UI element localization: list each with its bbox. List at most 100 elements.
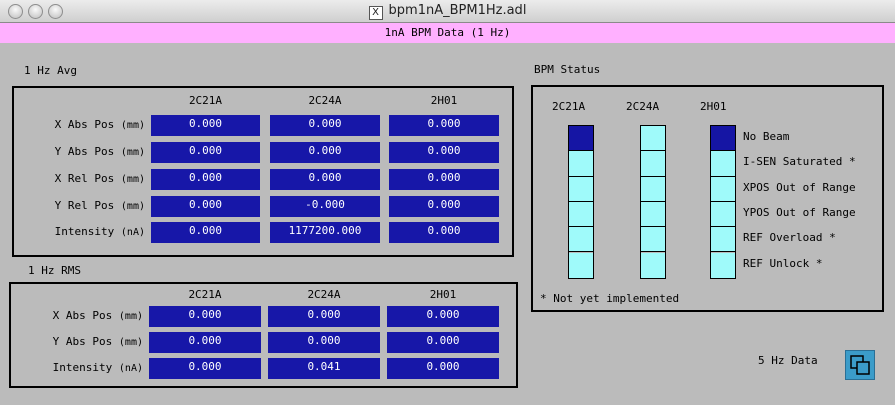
windows-icon xyxy=(850,355,870,375)
row-label-text: Y Abs Pos xyxy=(54,145,115,158)
value-field: 0.000 xyxy=(268,306,380,327)
row-label-text: Y Rel Pos xyxy=(54,199,115,212)
value-field: 0.000 xyxy=(268,332,380,353)
row-label: X Abs Pos (mm) xyxy=(20,309,143,322)
status-indicator xyxy=(641,176,665,202)
value-field: 0.000 xyxy=(270,115,380,136)
status-label: REF Overload * xyxy=(743,231,836,245)
row-label-text: Intensity xyxy=(54,225,115,238)
status-frame xyxy=(531,85,884,312)
value-field: -0.000 xyxy=(270,196,380,217)
row-label-text: Intensity xyxy=(52,361,113,374)
value-field: 0.000 xyxy=(149,332,261,353)
row-unit: (nA) xyxy=(120,227,145,238)
avg-section-title: 1 Hz Avg xyxy=(24,64,77,77)
row-label: Y Rel Pos (mm) xyxy=(20,199,145,212)
row-label: Intensity (nA) xyxy=(20,225,145,238)
value-field: 0.000 xyxy=(387,358,499,379)
status-label: REF Unlock * xyxy=(743,256,823,270)
column-header: 2C21A xyxy=(188,288,222,301)
status-indicator xyxy=(569,151,593,177)
rms-frame xyxy=(9,282,518,388)
status-indicator xyxy=(569,227,593,253)
value-field: 0.000 xyxy=(389,115,499,136)
status-indicator xyxy=(711,176,735,202)
status-label: No Beam xyxy=(743,130,790,143)
status-indicator xyxy=(641,227,665,253)
status-label: I-SEN Saturated * xyxy=(743,155,856,169)
value-field: 0.041 xyxy=(268,358,380,379)
status-indicator xyxy=(711,227,735,253)
row-unit: (mm) xyxy=(120,147,145,158)
status-section-title: BPM Status xyxy=(534,63,601,76)
status-footnote: * Not yet implemented xyxy=(540,292,680,305)
related-display-button[interactable] xyxy=(845,350,875,380)
value-field: 0.000 xyxy=(387,306,499,327)
row-unit: (mm) xyxy=(120,120,145,131)
row-unit: (mm) xyxy=(118,337,143,348)
status-indicator xyxy=(569,252,593,278)
status-indicator xyxy=(711,151,735,177)
column-header: 2C24A xyxy=(308,94,342,107)
value-field: 0.000 xyxy=(149,358,261,379)
row-label-text: X Rel Pos xyxy=(54,172,115,185)
close-window-button[interactable] xyxy=(8,4,23,19)
value-field: 0.000 xyxy=(270,169,380,190)
value-field: 1177200.000 xyxy=(270,222,380,243)
value-field: 0.000 xyxy=(151,222,260,243)
status-indicator xyxy=(641,252,665,278)
status-indicator xyxy=(569,126,593,152)
status-indicator xyxy=(569,176,593,202)
value-field: 0.000 xyxy=(151,169,260,190)
status-indicator-column xyxy=(640,125,666,279)
status-indicator xyxy=(641,201,665,228)
status-indicator xyxy=(569,201,593,228)
status-label: XPOS Out of Range xyxy=(743,180,856,194)
value-field: 0.000 xyxy=(389,169,499,190)
row-label: Y Abs Pos (mm) xyxy=(20,335,143,348)
column-header: 2C21A xyxy=(188,94,223,107)
value-field: 0.000 xyxy=(389,142,499,163)
row-label-text: Y Abs Pos xyxy=(52,335,113,348)
row-label: Intensity (nA) xyxy=(20,361,143,374)
column-header: 2H01 xyxy=(429,288,457,301)
status-indicator xyxy=(711,126,735,152)
status-indicator xyxy=(641,126,665,152)
row-label: Y Abs Pos (mm) xyxy=(20,145,145,158)
status-indicator xyxy=(641,151,665,177)
avg-frame xyxy=(12,86,514,257)
value-field: 0.000 xyxy=(387,332,499,353)
minimize-window-button[interactable] xyxy=(28,4,43,19)
row-unit: (mm) xyxy=(120,201,145,212)
rate-label: 5 Hz Data xyxy=(758,354,818,367)
status-indicator xyxy=(711,201,735,228)
value-field: 0.000 xyxy=(149,306,261,327)
status-indicator-column xyxy=(568,125,594,279)
row-unit: (nA) xyxy=(118,363,143,374)
row-label: X Abs Pos (mm) xyxy=(20,118,145,131)
value-field: 0.000 xyxy=(151,142,260,163)
status-column-header: 2C21A xyxy=(552,100,586,113)
row-label-text: X Abs Pos xyxy=(52,309,113,322)
row-label-text: X Abs Pos xyxy=(54,118,115,131)
value-field: 0.000 xyxy=(270,142,380,163)
status-column-header: 2C24A xyxy=(626,100,660,113)
screen-banner: 1nA BPM Data (1 Hz) xyxy=(0,23,895,43)
status-indicator xyxy=(711,252,735,278)
rms-section-title: 1 Hz RMS xyxy=(28,264,81,277)
status-indicator-column xyxy=(710,125,736,279)
zoom-window-button[interactable] xyxy=(48,4,63,19)
status-column-header: 2H01 xyxy=(700,100,727,113)
value-field: 0.000 xyxy=(389,196,499,217)
window-title: bpm1nA_BPM1Hz.adl xyxy=(388,3,527,18)
row-unit: (mm) xyxy=(118,311,143,322)
column-header: 2C24A xyxy=(307,288,341,301)
column-header: 2H01 xyxy=(430,94,458,107)
value-field: 0.000 xyxy=(389,222,499,243)
status-label: YPOS Out of Range xyxy=(743,205,856,219)
row-label: X Rel Pos (mm) xyxy=(20,172,145,185)
value-field: 0.000 xyxy=(151,115,260,136)
row-unit: (mm) xyxy=(120,174,145,185)
value-field: 0.000 xyxy=(151,196,260,217)
